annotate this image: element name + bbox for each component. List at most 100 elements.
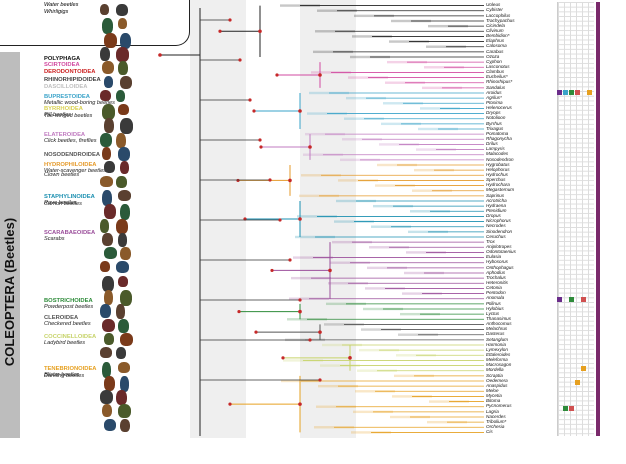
beetle-illustration (120, 418, 130, 432)
taxon-label: Sandalus (486, 84, 506, 90)
adephaga-box: Water beetles Whirligigs (0, 0, 190, 46)
node-marker (237, 309, 241, 314)
taxon-label: Trixagus (486, 125, 504, 131)
age-interval-bar (402, 292, 442, 295)
taxon-label: Trox (486, 238, 495, 244)
taxon-label: Hydrochara (486, 182, 510, 188)
age-interval-bar (315, 30, 355, 33)
age-interval-bar (350, 55, 390, 59)
matrix-cell (581, 297, 586, 302)
beetle-illustration (102, 361, 111, 378)
matrix-cell (563, 90, 568, 95)
clade-common-name: Blister beetles (44, 372, 80, 379)
age-interval-bar (352, 35, 392, 38)
beetle-illustration (116, 4, 128, 16)
clade-label: Clown beetles (44, 172, 124, 178)
node-marker (238, 58, 242, 62)
beetle-illustration (100, 218, 109, 233)
matrix-cell (575, 90, 580, 95)
matrix-cell (557, 297, 562, 302)
beetle-illustration (102, 147, 111, 160)
age-interval-bar (427, 420, 467, 424)
clade-name: NOSODENDROIDEA (44, 152, 101, 158)
taxon-label: Scraptia (486, 372, 503, 378)
beetle-illustration (102, 61, 114, 75)
clade-color-bar (596, 2, 600, 436)
taxon-label: Ozoza (486, 53, 500, 59)
taxon-label: Meloe (486, 387, 499, 393)
age-interval-bar (369, 246, 409, 249)
beetle-illustration (102, 404, 112, 418)
age-interval-bar (351, 431, 391, 434)
taxon-label: Hylobius (486, 305, 504, 311)
beetle-illustration (118, 61, 128, 76)
clade-name: HYDROPHILOIDEA (44, 162, 97, 168)
beetle-illustration (118, 232, 127, 247)
node-marker (228, 402, 232, 406)
beetle-illustration (100, 175, 113, 187)
node-marker (228, 18, 232, 22)
age-interval-bar (301, 174, 341, 177)
node-marker (348, 356, 352, 360)
beetle-illustration (116, 347, 126, 360)
beetle-illustration (120, 332, 133, 346)
matrix-cell (569, 90, 574, 95)
age-interval-bar (332, 240, 372, 244)
age-interval-bar (320, 364, 360, 367)
taxon-label: Mycetia (486, 393, 502, 399)
age-interval-bar (338, 179, 378, 182)
clade-name: DERODONTOIDEA (44, 69, 96, 75)
clade-name: ELATEROIDEA (44, 132, 86, 138)
age-interval-bar (280, 4, 320, 7)
taxon-label: Saprinus (486, 192, 505, 198)
taxon-label: Pycnomerus (486, 403, 512, 409)
beetle-illustration (120, 204, 130, 221)
beetle-illustration (104, 375, 115, 391)
beetle-illustration (116, 175, 127, 188)
age-interval-bar (429, 400, 469, 403)
beetle-illustration (120, 118, 133, 135)
age-interval-bar (377, 163, 417, 167)
clade-common-name: Metallic wood-boring beetles (44, 100, 115, 107)
node-marker (288, 258, 292, 262)
beetle-illustration (104, 118, 114, 134)
matrix-cell (563, 406, 568, 411)
matrix-cell (587, 90, 592, 95)
taxon-label: Sinodendron (486, 228, 513, 234)
taxon-label: Hydraena (486, 202, 506, 208)
taxon-label: Anomala (486, 295, 505, 301)
node-marker (248, 98, 252, 102)
taxon-label: Aniplotropes (486, 243, 512, 249)
taxon-label: Oedemera (486, 377, 508, 383)
taxon-label: Laccophilus (486, 12, 511, 18)
taxon-label: Tribolium* (486, 418, 507, 424)
beetle-illustration (102, 18, 113, 35)
age-interval-bar (353, 410, 393, 414)
taxon-label: Heteronitis (486, 279, 508, 285)
age-interval-bar (390, 415, 430, 419)
beetle-illustration (100, 261, 110, 273)
beetle-illustration (104, 332, 114, 345)
age-interval-bar (289, 297, 329, 300)
taxon-label: Elaphrus (486, 38, 505, 44)
age-interval-bar (408, 230, 448, 234)
node-marker (298, 309, 302, 314)
taxon-label: Cyphon (486, 58, 502, 64)
clade-common-name: Rove beetles (44, 200, 77, 207)
age-interval-bar (297, 215, 337, 218)
taxon-label: Hybosorus (486, 259, 508, 265)
age-interval-bar (307, 112, 347, 115)
beetle-illustration (100, 46, 110, 61)
age-interval-bar (375, 184, 415, 187)
taxon-label: Trachypachus (486, 17, 515, 23)
age-interval-bar (398, 333, 438, 336)
age-interval-bar (311, 71, 351, 74)
beetle-illustration (116, 132, 126, 148)
taxon-label: Lasconotus (486, 63, 510, 69)
beetle-illustration (120, 75, 132, 89)
age-interval-bar (373, 204, 413, 208)
age-interval-bar (330, 261, 370, 264)
